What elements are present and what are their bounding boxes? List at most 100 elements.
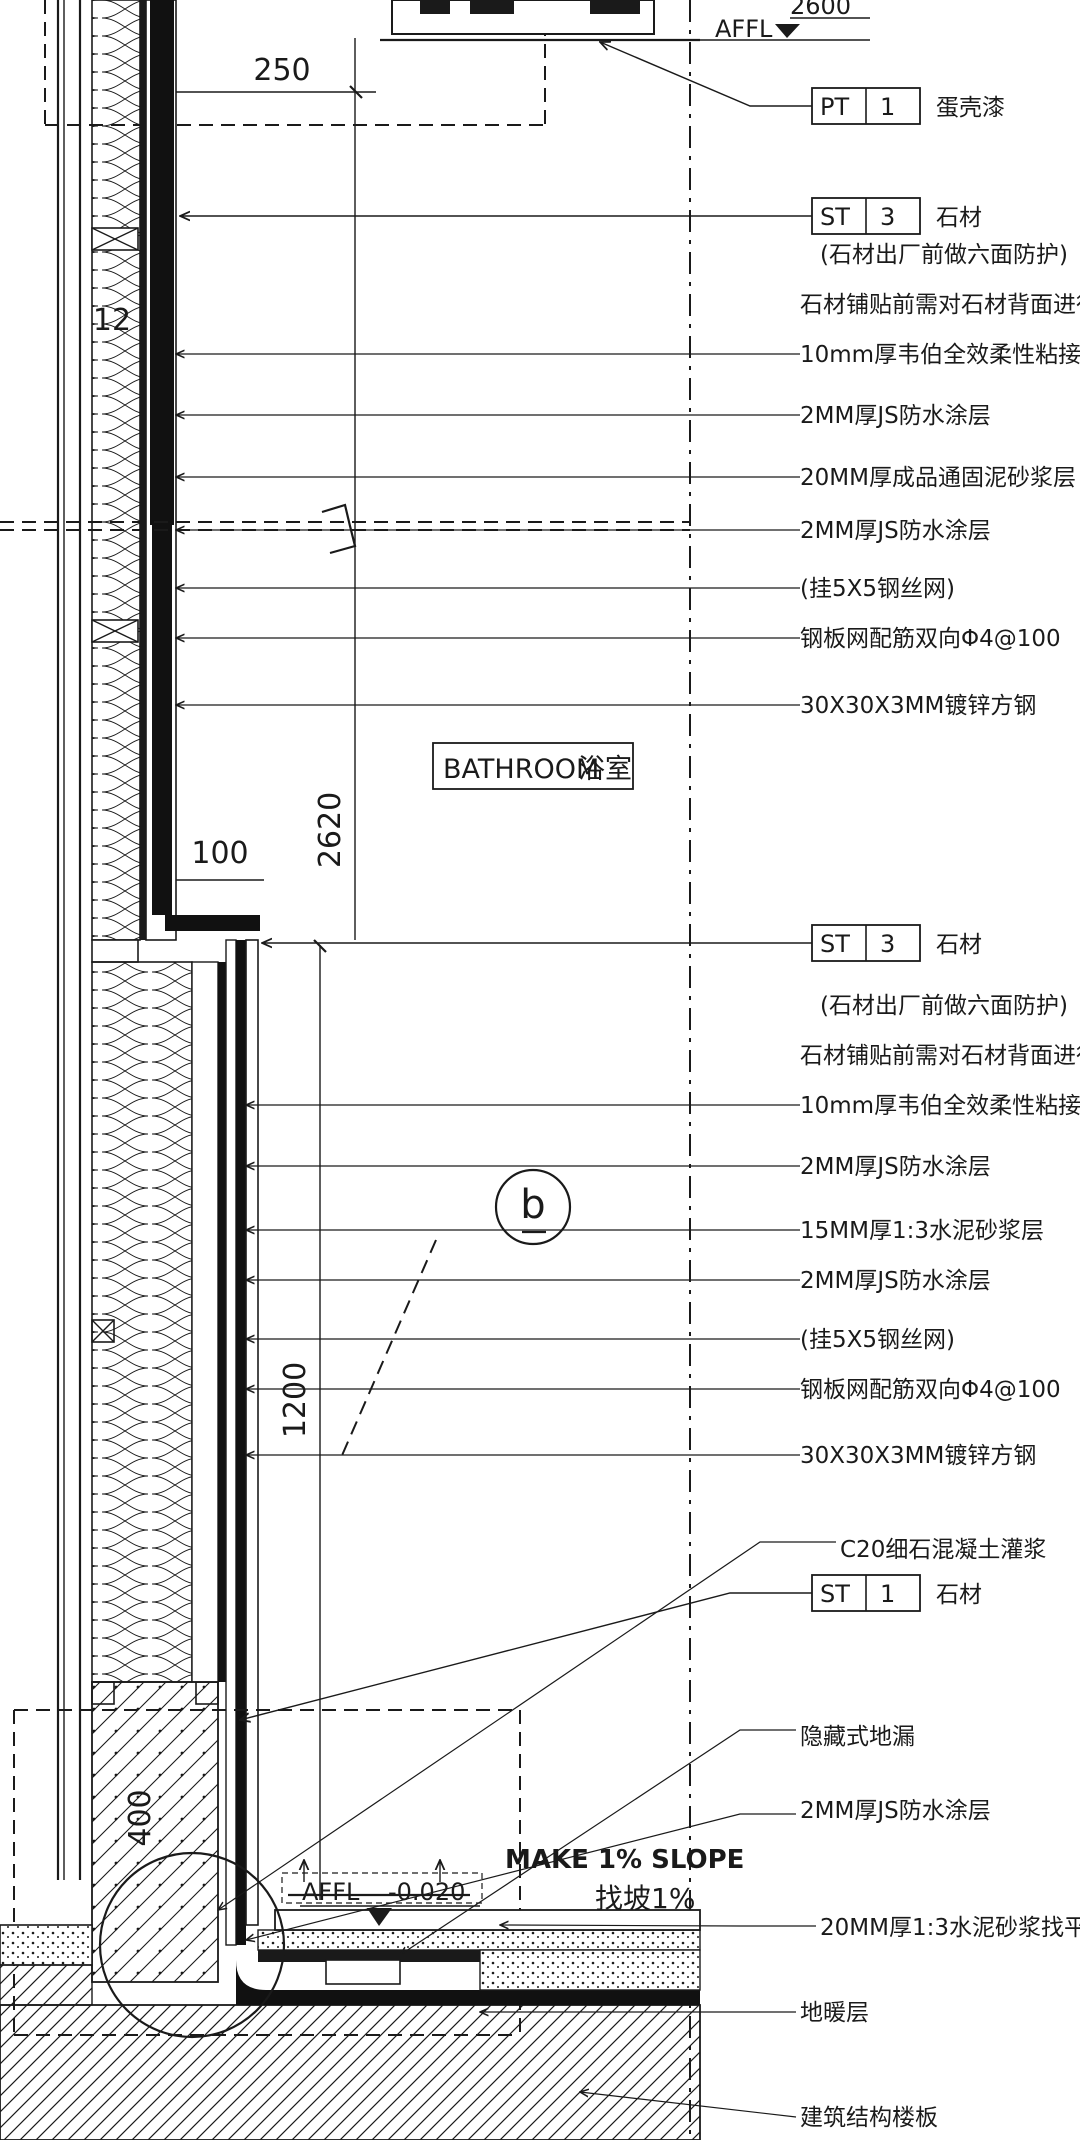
note-item: 钢板网配筋双向Φ4@100 [176, 626, 1061, 652]
note-text: 地暖层 [800, 2000, 869, 2026]
note-text: 石材铺贴前需对石材背面进行种沙 [800, 1043, 1080, 1069]
tag-description: 蛋壳漆 [936, 95, 1005, 121]
material-tag: ST 1 石材 [240, 1574, 982, 1720]
tag-description: 石材 [936, 205, 982, 231]
tag-code: ST [820, 930, 850, 958]
room-label-box [432, 742, 634, 790]
ceiling-fixture [380, 0, 700, 42]
floor-note: 地暖层 [480, 2000, 869, 2026]
floor-note: 20MM厚1:3水泥砂浆找平层 [500, 1915, 1080, 1941]
note-item: 10mm厚韦伯全效柔性粘接剂 [246, 1093, 1080, 1119]
room-name-en: BATHROOM [443, 754, 599, 785]
ceiling-level-marker [700, 17, 870, 41]
material-tag: PT 1 蛋壳漆 [600, 42, 1005, 125]
lower-steel-tube [218, 962, 226, 1682]
note-text: 2MM厚JS防水涂层 [800, 1798, 991, 1824]
floor-buildup [236, 1893, 701, 2005]
tag-description: 石材 [936, 932, 982, 958]
note-text: 石材铺贴前需对石材背面进行种沙 [800, 292, 1080, 318]
note-text: (石材出厂前做六面防护) [820, 242, 1068, 268]
note-text: 隐藏式地漏 [800, 1724, 915, 1750]
note-item: (石材出厂前做六面防护) [820, 242, 1068, 268]
note-text: C20细石混凝土灌浆 [840, 1537, 1046, 1563]
upper-insulation [91, 0, 141, 941]
tag-description: 石材 [936, 1582, 982, 1608]
note-item: (挂5X5钢丝网) [246, 1327, 955, 1353]
note-text: (挂5X5钢丝网) [800, 576, 955, 602]
note-item: 2MM厚JS防水涂层 [246, 1154, 991, 1180]
structural-slab [0, 2004, 701, 2141]
base-block [13, 1681, 521, 2036]
tag-code: PT [820, 93, 849, 121]
floor-note: 隐藏式地漏 [400, 1724, 915, 1955]
floor-level-label: AFFL [302, 1878, 360, 1906]
note-text: 10mm厚韦伯全效柔性粘接剂 [800, 342, 1080, 368]
upper-stone-face [150, 0, 174, 525]
wall-step-ledge [165, 915, 260, 931]
lower-insulation [91, 961, 193, 1683]
note-text: 建筑结构楼板 [800, 2105, 938, 2131]
note-text: (石材出厂前做六面防护) [820, 993, 1068, 1019]
dim-upper-height: 2620 [313, 792, 348, 868]
section-symbol-circle [494, 1168, 572, 1246]
note-text: 2MM厚JS防水涂层 [800, 1268, 991, 1294]
floor-note: C20细石混凝土灌浆 [218, 1537, 1046, 1910]
tag-number: 3 [880, 203, 895, 231]
note-item: 2MM厚JS防水涂层 [176, 403, 991, 429]
section-symbol: b [520, 1182, 545, 1228]
tag-code: ST [820, 203, 850, 231]
note-text: 30X30X3MM镀锌方钢 [800, 1443, 1036, 1469]
note-item: (石材出厂前做六面防护) [820, 993, 1068, 1019]
note-item: 钢板网配筋双向Φ4@100 [246, 1377, 1061, 1403]
annotation-notes: (石材出厂前做六面防护) 石材铺贴前需对石材背面进行种沙 10mm厚韦伯全效柔性粘接… [176, 242, 1080, 2131]
floor-note: 2MM厚JS防水涂层 [246, 1798, 991, 1940]
note-text: 2MM厚JS防水涂层 [800, 518, 991, 544]
note-text: 2MM厚JS防水涂层 [800, 403, 991, 429]
note-item: 30X30X3MM镀锌方钢 [176, 693, 1036, 719]
note-item: 30X30X3MM镀锌方钢 [246, 1443, 1036, 1469]
slope-note-en: MAKE 1% SLOPE [505, 1845, 744, 1875]
note-text: 20MM厚1:3水泥砂浆找平层 [820, 1915, 1080, 1941]
tag-code: ST [820, 1580, 850, 1608]
material-tag: ST 3 石材 [262, 924, 982, 962]
note-text: 15MM厚1:3水泥砂浆层 [800, 1218, 1044, 1244]
room-name-cn: 浴室 [578, 754, 632, 785]
floor-level-marker [281, 1872, 483, 1926]
tag-number: 1 [880, 93, 895, 121]
dim-top-offset: 250 [253, 53, 310, 88]
upper-steel-stud [140, 0, 146, 940]
dim-upper-partial: 12 [93, 303, 131, 338]
note-item: 石材铺贴前需对石材背面进行种沙 [800, 292, 1080, 318]
dimension-lines [176, 38, 376, 1900]
note-text: (挂5X5钢丝网) [800, 1327, 955, 1353]
note-text: 2MM厚JS防水涂层 [800, 1154, 991, 1180]
note-text: 30X30X3MM镀锌方钢 [800, 693, 1036, 719]
material-tag: ST 3 石材 [180, 197, 982, 235]
note-item: 2MM厚JS防水涂层 [246, 1268, 991, 1294]
floor-drain [325, 1959, 401, 1985]
tag-number: 1 [880, 1580, 895, 1608]
slope-note-cn: 找坡1% [595, 1882, 695, 1915]
note-item: (挂5X5钢丝网) [176, 576, 955, 602]
note-text: 钢板网配筋双向Φ4@100 [800, 626, 1061, 652]
note-text: 钢板网配筋双向Φ4@100 [800, 1377, 1061, 1403]
note-item: 2MM厚JS防水涂层 [176, 518, 991, 544]
tag-number: 3 [880, 930, 895, 958]
note-item: 20MM厚成品通固泥砂浆层 [176, 465, 1076, 491]
ceiling-level-value: 2600 [790, 0, 851, 20]
material-tags: PT 1 蛋壳漆 ST 3 石材 ST 3 石材 ST 1 石材 [180, 42, 1005, 1720]
dim-lower-height: 1200 [278, 1362, 313, 1438]
ceiling-level-label: AFFL [715, 15, 773, 43]
floor-level-value: -0.020 [388, 1878, 465, 1906]
note-item: 石材铺贴前需对石材背面进行种沙 [800, 1043, 1080, 1069]
section-leader [339, 1239, 437, 1461]
dim-base-height: 400 [123, 1789, 158, 1846]
note-text: 20MM厚成品通固泥砂浆层 [800, 465, 1076, 491]
floor-note: 建筑结构楼板 [580, 2092, 938, 2131]
existing-wall [44, 0, 546, 1880]
note-item: 15MM厚1:3水泥砂浆层 [246, 1218, 1044, 1244]
note-text: 10mm厚韦伯全效柔性粘接剂 [800, 1093, 1080, 1119]
lower-stone-face [236, 940, 246, 1945]
